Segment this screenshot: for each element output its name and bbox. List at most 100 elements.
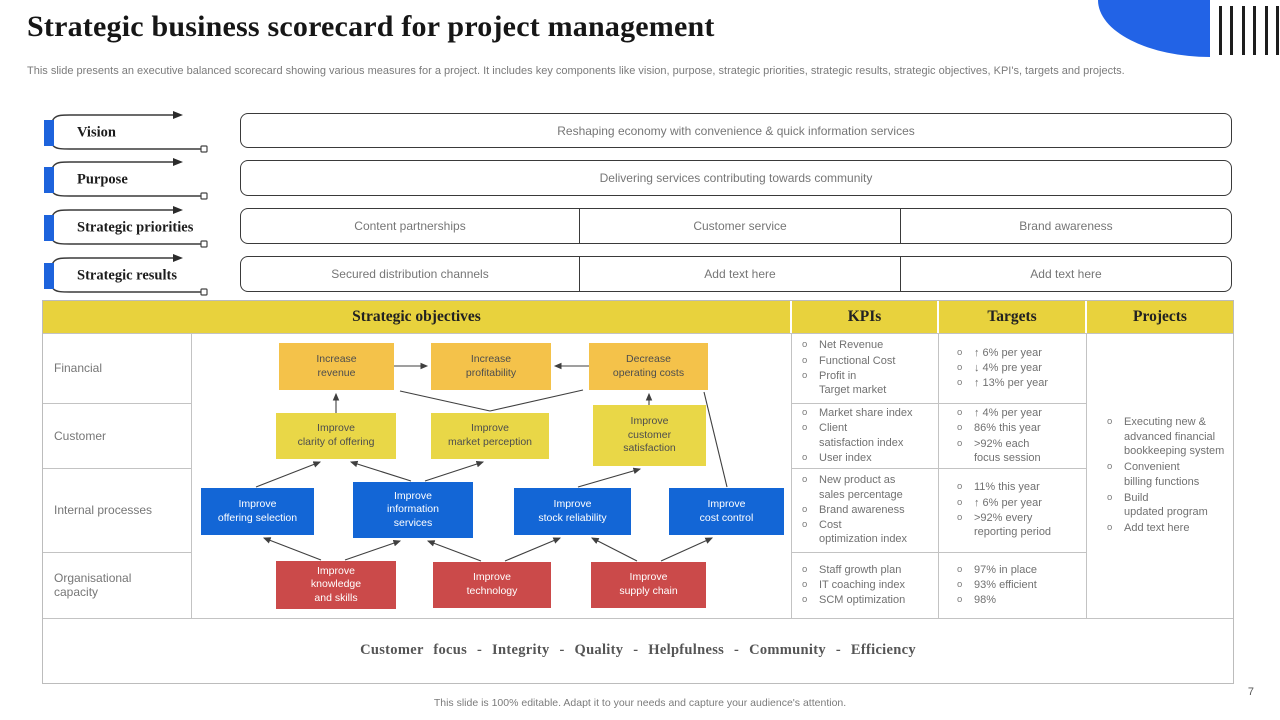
flow-box-improve-technology[interactable]: Improve technology	[433, 562, 551, 608]
grid-line	[43, 552, 191, 553]
row-label-internal-processes: Internal processes	[54, 503, 153, 517]
target-item: o↓ 4% pre year	[957, 361, 1042, 374]
row-label-financial: Financial	[54, 361, 103, 375]
strategic-results-box[interactable]: Secured distribution channels Add text h…	[240, 256, 1232, 292]
bullet-icon: o	[802, 519, 808, 531]
bullet-icon: o	[802, 451, 808, 463]
bracket-arrow-icon	[44, 254, 208, 296]
flow-box-improve-supply-chain[interactable]: Improve supply chain	[591, 562, 706, 608]
vision-statement-box[interactable]: Reshaping economy with convenience & qui…	[240, 113, 1232, 148]
bullet-icon: o	[802, 594, 808, 606]
bullet-icon: o	[957, 406, 963, 418]
grid-line	[43, 468, 191, 469]
header-targets: Targets	[939, 301, 1085, 333]
bracket-arrow-icon	[44, 206, 208, 248]
purpose-statement-box[interactable]: Delivering services contributing towards…	[240, 160, 1232, 196]
bullet-icon: o	[802, 563, 808, 575]
flow-box-improve-stock-reliability[interactable]: Improve stock reliability	[514, 488, 631, 535]
flow-box-improve-customer-satisfaction[interactable]: Improve customer satisfaction	[593, 405, 706, 466]
grid-line	[1086, 333, 1087, 618]
bullet-icon: o	[802, 370, 808, 381]
bullet-icon: o	[957, 563, 963, 575]
bullet-icon: o	[957, 346, 963, 358]
core-values-row: Customer focus - Integrity - Quality - H…	[360, 642, 916, 658]
flow-box-improve-knowledge-and-skills[interactable]: Improve knowledge and skills	[276, 561, 396, 609]
flow-box-improve-clarity-of-offering[interactable]: Improve clarity of offering	[276, 413, 396, 459]
target-item: o>92% every reporting period	[957, 512, 1052, 539]
flow-box-improve-offering-selection[interactable]: Improve offering selection	[201, 488, 314, 535]
target-item: o↑ 6% per year	[957, 496, 1042, 509]
bullet-icon: o	[802, 503, 808, 515]
grid-line	[191, 333, 192, 618]
bullet-icon: o	[957, 377, 963, 389]
header-strategic-objectives: Strategic objectives	[43, 301, 790, 333]
flow-box-increase-profitability[interactable]: Increase profitability	[431, 343, 551, 390]
bullet-icon: o	[1107, 522, 1113, 534]
grid-line	[938, 333, 939, 618]
header-kpis: KPIs	[792, 301, 937, 333]
flow-box-improve-market-perception[interactable]: Improve market perception	[431, 413, 549, 459]
bullet-icon: o	[957, 512, 963, 523]
grid-line	[791, 333, 792, 618]
target-item: o↑ 6% per year	[957, 346, 1042, 359]
target-item: o↑ 13% per year	[957, 377, 1048, 390]
grid-line	[43, 333, 1233, 334]
label-strategic-results[interactable]: Strategic results	[42, 254, 257, 298]
bullet-icon: o	[957, 578, 963, 590]
bullet-icon: o	[1107, 461, 1113, 473]
priority-cell: Customer service	[579, 209, 900, 243]
label-vision[interactable]: Vision	[42, 111, 257, 155]
bracket-arrow-icon	[44, 111, 208, 153]
bracket-arrow-icon	[44, 158, 208, 200]
flow-box-improve-cost-control[interactable]: Improve cost control	[669, 488, 784, 535]
priority-cell: Content partnerships	[354, 219, 466, 233]
flow-box-increase-revenue[interactable]: Increase revenue	[279, 343, 394, 390]
label-strategic-priorities[interactable]: Strategic priorities	[42, 206, 257, 250]
label-purpose[interactable]: Purpose	[42, 158, 257, 202]
bullet-icon: o	[1107, 491, 1113, 503]
header-projects: Projects	[1087, 301, 1233, 333]
result-cell: Add text here	[579, 257, 900, 291]
bullet-icon: o	[957, 437, 963, 449]
bullet-icon: o	[802, 406, 808, 418]
target-list-financial: o↑ 6% per year o↓ 4% pre year o↑ 13% per y…	[938, 333, 1086, 403]
grid-line	[43, 618, 1233, 619]
purpose-statement: Delivering services contributing towards…	[599, 171, 873, 185]
row-label-customer: Customer	[54, 428, 107, 443]
bullet-icon: o	[802, 474, 808, 486]
flow-box-decrease-operating-costs[interactable]: Decrease operating costs	[589, 343, 708, 390]
bullet-icon: o	[957, 361, 963, 373]
bullet-icon: o	[957, 594, 963, 606]
flow-box-improve-information-services[interactable]: Improve information services	[353, 482, 473, 538]
target-item: o>92% each focus session	[957, 437, 1041, 464]
strategic-priorities-box[interactable]: Content partnerships Customer service Br…	[240, 208, 1232, 244]
slide-subtitle: This slide presents an executive balance…	[27, 65, 1125, 77]
bullet-icon: o	[802, 339, 808, 351]
grid-line	[43, 403, 191, 404]
bullet-icon: o	[957, 422, 963, 434]
